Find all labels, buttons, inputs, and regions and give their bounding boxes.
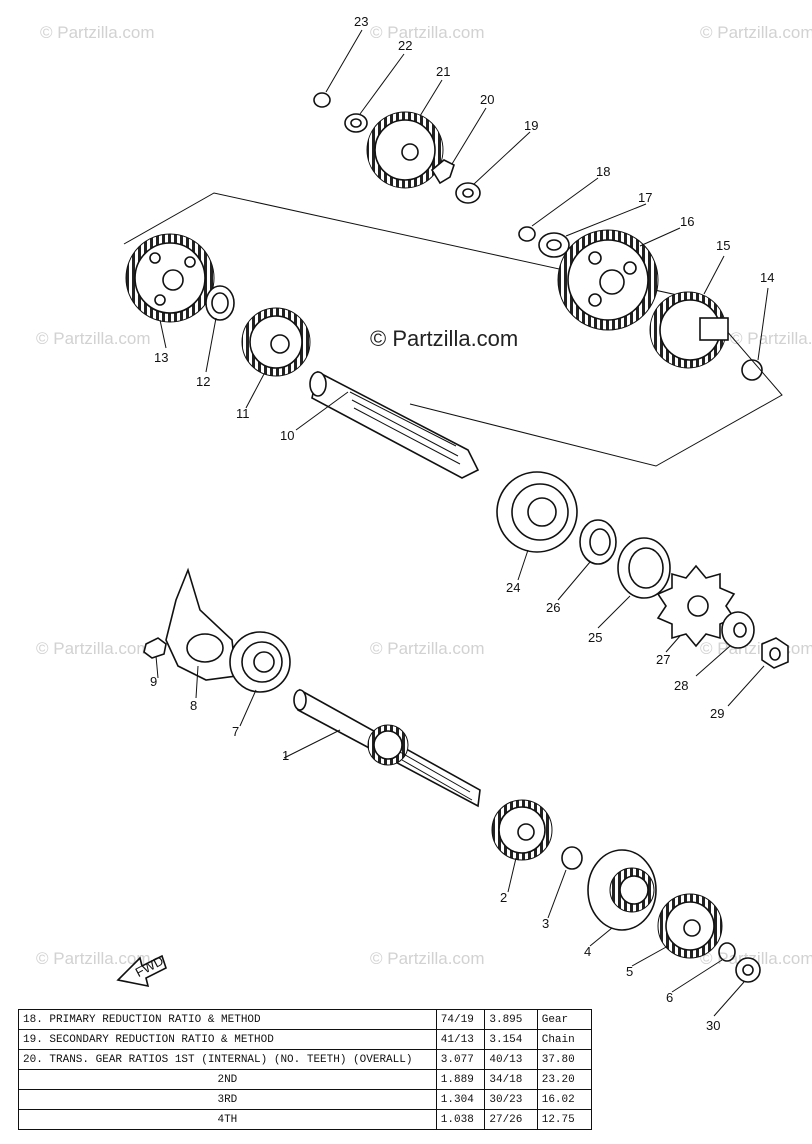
row-value: 1.889 bbox=[435, 1069, 486, 1090]
washer-6 bbox=[718, 942, 736, 962]
nut-29 bbox=[761, 637, 789, 669]
table-row: 4TH 1.038 27/26 12.75 bbox=[18, 1109, 593, 1130]
row-label: 3RD bbox=[18, 1089, 437, 1110]
washer-22 bbox=[344, 113, 368, 133]
table-row: 19. SECONDARY REDUCTION RATIO & METHOD 4… bbox=[18, 1029, 593, 1050]
watermark: © Partzilla.com bbox=[730, 329, 812, 348]
row-value: 30/23 bbox=[484, 1089, 538, 1110]
circlip-14 bbox=[741, 359, 763, 381]
washer-19 bbox=[455, 182, 481, 204]
callout-2: 2 bbox=[500, 890, 507, 905]
watermark: © Partzilla.com bbox=[36, 949, 151, 968]
watermark: © Partzilla.com bbox=[370, 949, 485, 968]
row-value: 3.077 bbox=[435, 1049, 486, 1070]
bearing-plate-8 bbox=[165, 567, 237, 681]
table-row: 18. PRIMARY REDUCTION RATIO & METHOD 74/… bbox=[18, 1009, 593, 1030]
row-value: 23.20 bbox=[536, 1069, 593, 1090]
callout-8: 8 bbox=[190, 698, 197, 713]
callout-20: 20 bbox=[480, 92, 494, 107]
callout-4: 4 bbox=[584, 944, 591, 959]
lock-washer-20 bbox=[430, 159, 455, 185]
collar-26 bbox=[579, 519, 617, 565]
row-label: 4TH bbox=[18, 1109, 437, 1130]
bushing-12 bbox=[205, 285, 235, 321]
row-label: 19. SECONDARY REDUCTION RATIO & METHOD bbox=[18, 1029, 437, 1050]
callout-10: 10 bbox=[280, 428, 294, 443]
callout-3: 3 bbox=[542, 916, 549, 931]
row-label: 20. TRANS. GEAR RATIOS 1ST (INTERNAL) (N… bbox=[18, 1049, 437, 1070]
table-row: 20. TRANS. GEAR RATIOS 1ST (INTERNAL) (N… bbox=[18, 1049, 593, 1070]
callout-11: 11 bbox=[236, 406, 250, 421]
table-row: 3RD 1.304 30/23 16.02 bbox=[18, 1089, 593, 1110]
row-value: 1.038 bbox=[435, 1109, 486, 1130]
watermark: © Partzilla.com bbox=[36, 329, 151, 348]
callout-18: 18 bbox=[596, 164, 610, 179]
callout-12: 12 bbox=[196, 374, 210, 389]
sprocket-27 bbox=[656, 564, 736, 648]
row-label: 2ND bbox=[18, 1069, 437, 1090]
circlip-3 bbox=[561, 846, 583, 870]
lock-washer-28 bbox=[721, 611, 755, 649]
center-watermark: © Partzilla.com bbox=[370, 326, 518, 351]
callout-5: 5 bbox=[626, 964, 633, 979]
callout-28: 28 bbox=[674, 678, 688, 693]
gear-ratio-table: 18. PRIMARY REDUCTION RATIO & METHOD 74/… bbox=[18, 1009, 593, 1130]
washer-17 bbox=[538, 232, 570, 258]
watermark: © Partzilla.com bbox=[370, 639, 485, 658]
callout-29: 29 bbox=[710, 706, 724, 721]
screw-9 bbox=[143, 637, 167, 659]
row-value: 34/18 bbox=[484, 1069, 538, 1090]
callout-13: 13 bbox=[154, 350, 168, 365]
callout-1: 1 bbox=[282, 748, 289, 763]
callout-30: 30 bbox=[706, 1018, 720, 1033]
callout-14: 14 bbox=[760, 270, 774, 285]
row-value: 3.895 bbox=[484, 1009, 538, 1030]
circlip-18 bbox=[518, 226, 536, 242]
callout-6: 6 bbox=[666, 990, 673, 1005]
callout-7: 7 bbox=[232, 724, 239, 739]
circlip-23 bbox=[313, 92, 331, 108]
row-value: Chain bbox=[536, 1029, 593, 1050]
row-value: 41/13 bbox=[435, 1029, 486, 1050]
watermark: © Partzilla.com bbox=[40, 23, 155, 42]
watermark: © Partzilla.com bbox=[700, 639, 812, 658]
shaft-10 bbox=[311, 370, 480, 479]
watermark: © Partzilla.com bbox=[370, 23, 485, 42]
row-value: 40/13 bbox=[484, 1049, 538, 1070]
callout-19: 19 bbox=[524, 118, 538, 133]
table-row: 2ND 1.889 34/18 23.20 bbox=[18, 1069, 593, 1090]
callout-labels: 1 2 3 4 5 6 7 8 9 10 11 12 13 14 15 16 1… bbox=[150, 14, 774, 1033]
callout-16: 16 bbox=[680, 214, 694, 229]
callout-27: 27 bbox=[656, 652, 670, 667]
callout-25: 25 bbox=[588, 630, 602, 645]
callout-17: 17 bbox=[638, 190, 652, 205]
row-value: 12.75 bbox=[536, 1109, 593, 1130]
row-value: 3.154 bbox=[484, 1029, 538, 1050]
row-value: 1.304 bbox=[435, 1089, 486, 1110]
callout-26: 26 bbox=[546, 600, 560, 615]
callout-23: 23 bbox=[354, 14, 368, 29]
callout-22: 22 bbox=[398, 38, 412, 53]
callout-15: 15 bbox=[716, 238, 730, 253]
bushing-30 bbox=[735, 957, 761, 983]
watermark: © Partzilla.com bbox=[700, 949, 812, 968]
assembly-outline bbox=[123, 192, 783, 467]
callout-9: 9 bbox=[150, 674, 157, 689]
row-value: 16.02 bbox=[536, 1089, 593, 1110]
callout-21: 21 bbox=[436, 64, 450, 79]
row-value: Gear bbox=[536, 1009, 593, 1030]
row-label: 18. PRIMARY REDUCTION RATIO & METHOD bbox=[18, 1009, 437, 1030]
callout-24: 24 bbox=[506, 580, 520, 595]
watermark: © Partzilla.com bbox=[700, 23, 812, 42]
row-value: 37.80 bbox=[536, 1049, 593, 1070]
row-value: 74/19 bbox=[435, 1009, 486, 1030]
watermark: © Partzilla.com bbox=[36, 639, 151, 658]
leader-lines bbox=[155, 29, 769, 1017]
row-value: 27/26 bbox=[484, 1109, 538, 1130]
